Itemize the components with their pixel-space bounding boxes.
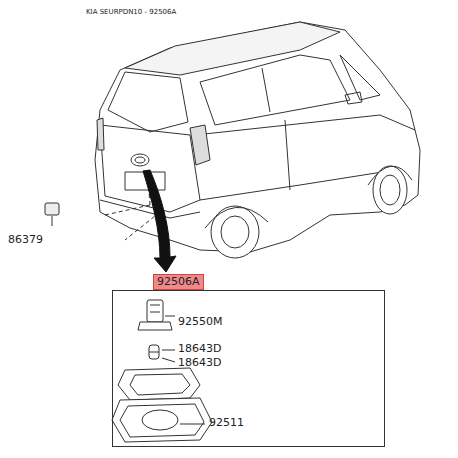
callout-number: 92550M [178, 316, 222, 328]
assembly-number: 92506A [153, 274, 204, 290]
callout-number: 92511 [209, 417, 244, 429]
callout-number: 18643D [178, 343, 221, 355]
diagram-title: KIA SEURPDN10 - 92506A [86, 9, 176, 17]
assembly-box: 92506A [112, 290, 385, 447]
callout-number: 86379 [8, 234, 43, 246]
callout-number: 18643D [178, 357, 221, 369]
